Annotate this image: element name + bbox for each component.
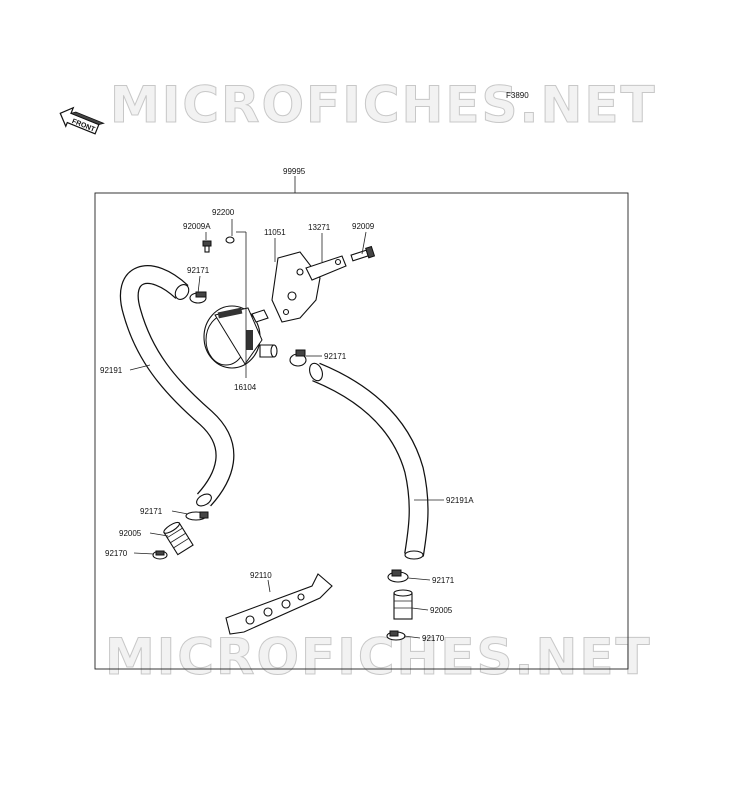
bolt-92009: [350, 245, 376, 262]
label-92170-right: 92170: [422, 634, 445, 643]
front-arrow-icon: FRONT: [59, 106, 105, 135]
clamp-92171-top: [189, 291, 207, 304]
fitting-92005-left: [163, 521, 194, 556]
label-16104: 16104: [234, 383, 257, 392]
clamp-92171-right: [387, 569, 409, 583]
label-92170-left: 92170: [105, 549, 128, 558]
washer-92200: [225, 236, 235, 244]
label-92171-mid: 92171: [324, 352, 347, 361]
label-92191: 92191: [100, 366, 123, 375]
bracket-92110: [225, 573, 333, 635]
assembly-frame: [94, 192, 629, 670]
bolt-92009A: [202, 240, 212, 253]
label-92005-left: 92005: [119, 529, 142, 538]
label-92005-right: 92005: [430, 606, 453, 615]
clamp-92171-mid: [289, 349, 307, 367]
label-92009A: 92009A: [183, 222, 211, 231]
clamp-92171-left: [185, 511, 209, 521]
label-92171-left: 92171: [140, 507, 163, 516]
label-11051: 11051: [264, 228, 286, 237]
valve-16104: [203, 305, 278, 369]
label-13271: 13271: [308, 223, 331, 232]
label-92171-top: 92171: [187, 266, 210, 275]
leader-lines: [129, 219, 444, 639]
watermark-top: MICROFICHES.NET: [110, 76, 657, 134]
label-92009: 92009: [352, 222, 375, 231]
label-92200: 92200: [212, 208, 235, 217]
fitting-92005-right: [393, 589, 413, 620]
figure-code: F3890: [506, 91, 529, 100]
label-92191A: 92191A: [446, 496, 474, 505]
watermark-bottom: MICROFICHES.NET: [105, 628, 652, 686]
bracket-11051: [271, 251, 321, 323]
label-92171-right: 92171: [432, 576, 455, 585]
plate-13271: [305, 255, 347, 281]
assembly-number: 99995: [283, 167, 306, 176]
label-92110: 92110: [250, 571, 272, 580]
clamp-92170-left: [152, 550, 168, 560]
